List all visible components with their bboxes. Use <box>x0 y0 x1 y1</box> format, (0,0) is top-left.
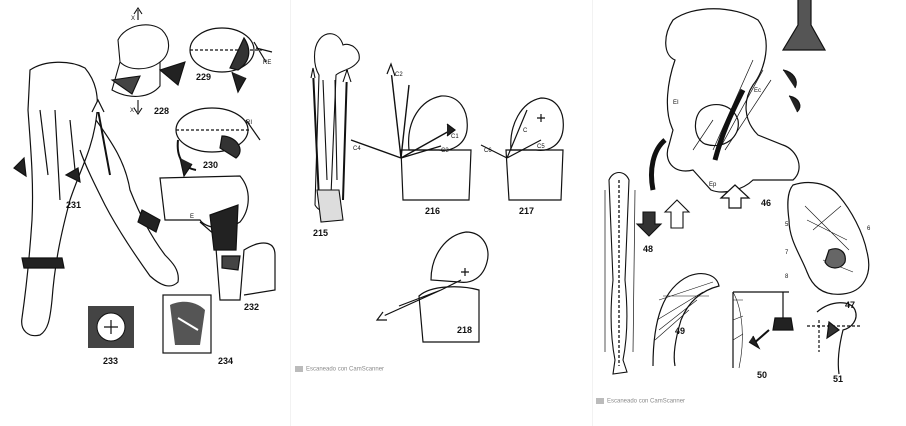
marker-label-7: 7 <box>785 250 789 256</box>
label-re: RE <box>263 60 271 66</box>
figure-label-49: 49 <box>675 326 685 336</box>
figure-label-47: 47 <box>845 300 855 310</box>
middle-panel: 215 216 217 218 C2 C1 C3 C4 C5 C6 C Esca… <box>291 0 591 426</box>
vector-label-c4: C4 <box>353 146 361 152</box>
figure-label-230: 230 <box>203 160 218 170</box>
figure-label-231: 231 <box>66 200 81 210</box>
watermark-right-text: Escaneado con CamScanner <box>607 398 686 405</box>
vector-label-c2: C2 <box>395 72 403 78</box>
vector-label-c6: C6 <box>484 148 492 154</box>
marker-label-6: 6 <box>867 226 871 232</box>
label-e: E <box>190 214 194 220</box>
figure-51-drawing <box>807 302 861 375</box>
figure-50-drawing <box>732 291 794 369</box>
figure-217-drawing <box>480 97 564 201</box>
figure-label-50: 50 <box>757 370 767 380</box>
label-ri: RI <box>246 120 252 126</box>
figure-231-drawing <box>13 61 179 337</box>
figure-215-drawing <box>310 33 360 223</box>
figure-label-218: 218 <box>457 325 472 335</box>
camscanner-icon <box>295 366 303 372</box>
figure-216-drawing <box>350 62 472 201</box>
muscle-label-ec: Ec <box>754 88 761 94</box>
figure-48-drawing <box>604 171 691 375</box>
figure-label-234: 234 <box>218 356 233 366</box>
panel-divider-2 <box>592 0 593 426</box>
axis-label-x-prime: X' <box>130 108 135 114</box>
figure-232-drawing <box>159 175 276 301</box>
figure-label-216: 216 <box>425 206 440 216</box>
figure-label-217: 217 <box>519 206 534 216</box>
figure-47-drawing <box>787 181 870 295</box>
figure-label-48: 48 <box>643 244 653 254</box>
figure-228-drawing <box>110 7 186 115</box>
left-panel: 231 228 229 230 232 233 234 X X' RE RI E <box>0 0 290 426</box>
camscanner-icon-right <box>596 398 604 404</box>
middle-illustrations: 215 216 217 218 C2 C1 C3 C4 C5 C6 C <box>310 33 564 343</box>
vector-label-c1: C1 <box>451 134 459 140</box>
right-illustrations: 46 47 48 49 50 51 EI Ec Ep 5 6 7 8 <box>604 0 871 384</box>
muscle-label-ep: Ep <box>709 182 717 188</box>
marker-label-5: 5 <box>785 222 789 228</box>
axis-label-x: X <box>131 16 135 22</box>
watermark-middle-text: Escaneado con CamScanner <box>306 366 385 373</box>
figure-229-drawing <box>189 27 273 94</box>
figure-label-232: 232 <box>244 302 259 312</box>
figure-label-233: 233 <box>103 356 118 366</box>
figure-label-51: 51 <box>833 374 843 384</box>
figure-label-215: 215 <box>313 228 328 238</box>
figure-46-drawing <box>649 0 827 209</box>
vector-label-c5: C5 <box>537 144 545 150</box>
vector-label-c3: C3 <box>441 148 449 154</box>
watermark-right: Escaneado con CamScanner <box>596 398 685 405</box>
figure-233-drawing <box>88 306 134 348</box>
watermark-middle: Escaneado con CamScanner <box>295 366 384 373</box>
marker-label-8: 8 <box>785 274 789 280</box>
left-illustrations: 231 228 229 230 232 233 234 X X' RE RI E <box>13 7 276 366</box>
right-panel: 46 47 48 49 50 51 EI Ec Ep 5 6 7 8 Escan… <box>593 0 906 426</box>
vector-label-c: C <box>523 128 528 134</box>
figure-label-46: 46 <box>761 198 771 208</box>
figure-label-228: 228 <box>154 106 169 116</box>
panel-divider-1 <box>290 0 291 426</box>
figure-218-drawing <box>375 231 489 343</box>
figure-49-drawing <box>652 273 720 367</box>
figure-230-drawing <box>175 107 261 178</box>
figure-label-229: 229 <box>196 72 211 82</box>
muscle-label-ei: EI <box>673 100 679 106</box>
figure-234-drawing <box>162 294 212 354</box>
